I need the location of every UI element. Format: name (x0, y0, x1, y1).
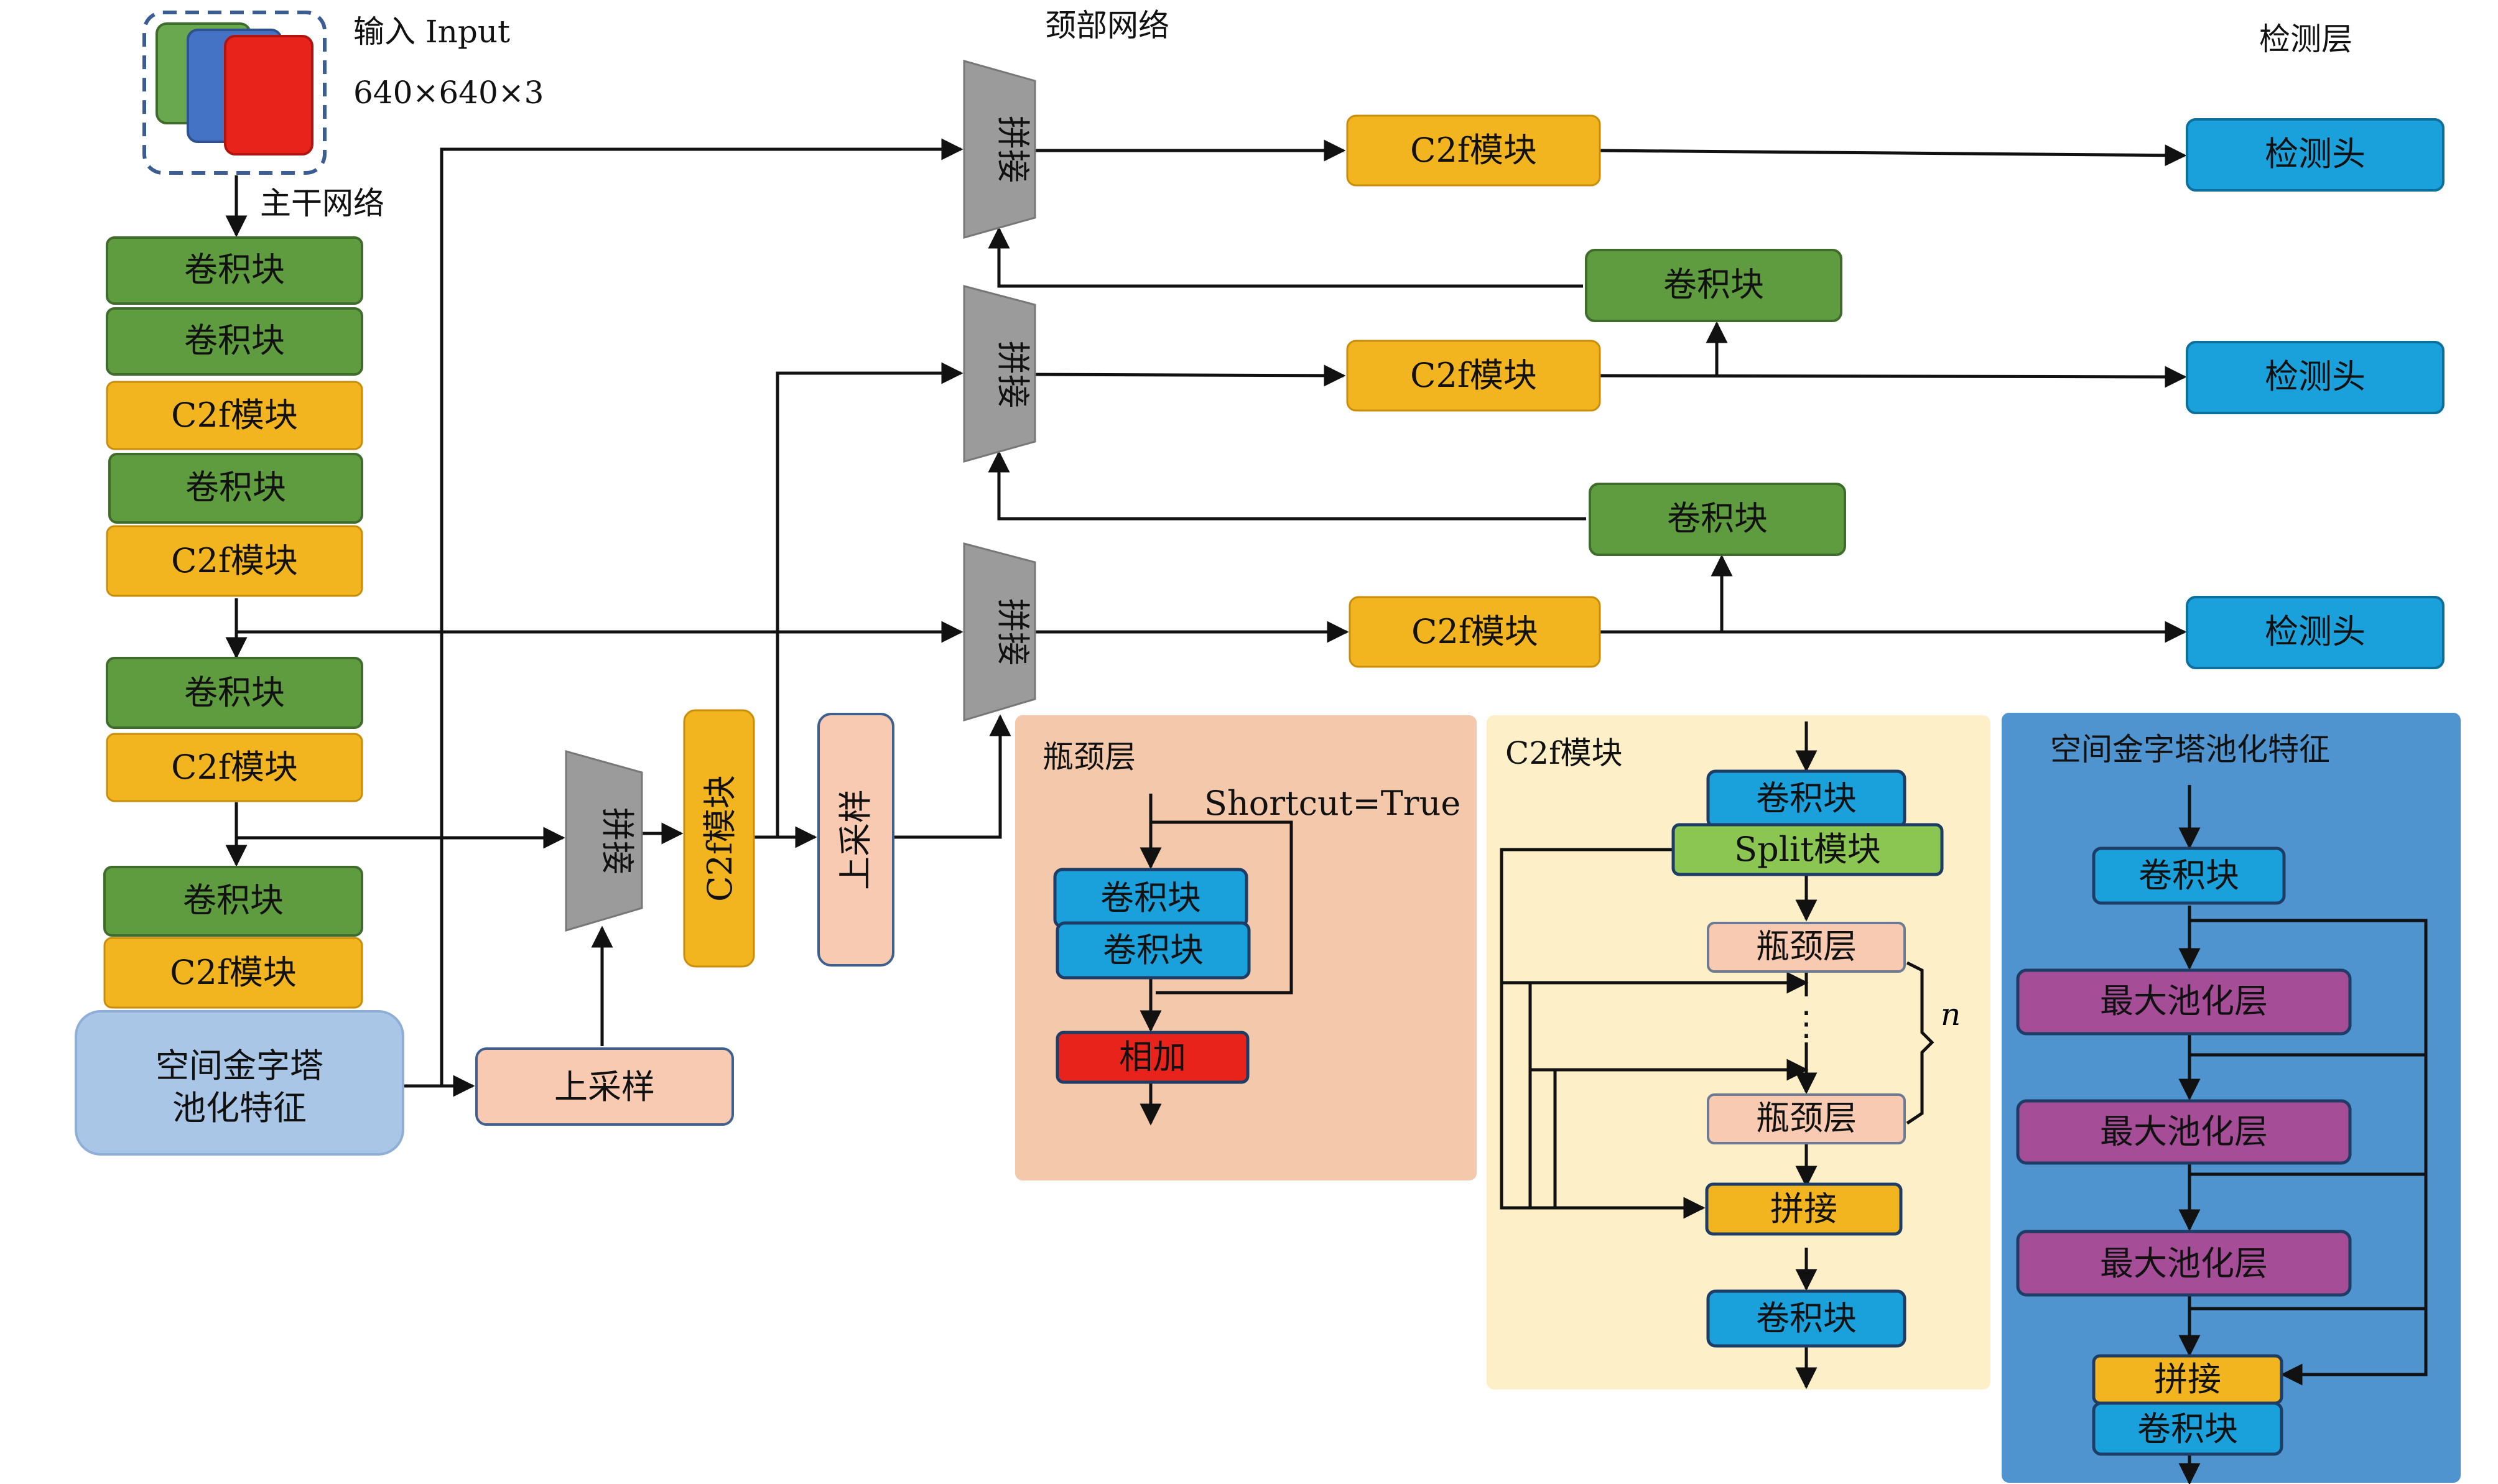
neck-c2f-middle: C2f模块 (1410, 356, 1537, 395)
backbone-conv-4: 卷积块 (184, 673, 285, 712)
backbone-conv-2: 卷积块 (184, 321, 285, 360)
input-size: 640×640×3 (353, 75, 544, 111)
backbone-conv-1: 卷积块 (184, 250, 285, 289)
concat-top: 拼接 (993, 116, 1033, 183)
sppf-panel: 空间金字塔池化特征 卷积块 最大池化层 最大池化层 最大池化层 拼接 卷积块 (2002, 713, 2461, 1484)
input-title: 输入 Input (353, 14, 510, 50)
c2f-split: Split模块 (1734, 830, 1881, 869)
neck-conv-upper: 卷积块 (1663, 265, 1764, 304)
sppf-conv-top: 卷积块 (2138, 856, 2239, 895)
detect-head-3: 检测头 (2265, 612, 2366, 651)
backbone-label: 主干网络 (260, 185, 384, 221)
backbone-column: 卷积块 卷积块 C2f模块 卷积块 C2f模块 卷积块 C2f模块 卷积块 C2… (75, 236, 404, 1156)
neck-c2f-bottom: C2f模块 (1411, 612, 1538, 651)
c2f-bottleneck-1: 瓶颈层 (1756, 927, 1857, 966)
bottleneck-title: 瓶颈层 (1042, 739, 1136, 775)
sppf-maxpool-2: 最大池化层 (2100, 1112, 2268, 1151)
neck-c2f-top: C2f模块 (1410, 131, 1537, 170)
sppf-maxpool-1: 最大池化层 (2100, 981, 2268, 1021)
backbone-c2f-3: C2f模块 (171, 748, 298, 787)
bottleneck-add: 相加 (1119, 1037, 1186, 1077)
detect-layer-label: 检测层 (2259, 21, 2352, 57)
concat-middle: 拼接 (993, 341, 1033, 408)
c2f-conv-bottom: 卷积块 (1756, 1299, 1857, 1338)
backbone-c2f-2: C2f模块 (171, 541, 298, 580)
upsample-box: 上采样 (554, 1067, 655, 1106)
backbone-c2f-1: C2f模块 (171, 396, 298, 435)
connectors (225, 138, 2187, 1097)
sppf-conv-bottom: 卷积块 (2137, 1409, 2238, 1449)
neck-label: 颈部网络 (1045, 7, 1169, 44)
concat-bottom: 拼接 (993, 598, 1033, 665)
backbone-conv-3: 卷积块 (185, 468, 286, 507)
c2f-panel: C2f模块 卷积块 Split模块 瓶颈层 ⋮ 瓶颈层 n 拼接 (1487, 715, 1990, 1389)
detection-heads: 检测头 检测头 检测头 (2186, 118, 2445, 669)
bottleneck-conv-2: 卷积块 (1103, 930, 1204, 970)
backbone-conv-5: 卷积块 (183, 881, 284, 920)
c2f-n-label: n (1941, 996, 1961, 1032)
c2f-vertical: C2f模块 (700, 775, 740, 902)
c2f-concat: 拼接 (1770, 1189, 1837, 1228)
concat-left: 拼接 (598, 807, 637, 874)
sppf-concat: 拼接 (2154, 1360, 2221, 1399)
input-image-icon (142, 11, 327, 175)
detect-head-1: 检测头 (2265, 134, 2366, 174)
sppf-line1: 空间金字塔 (156, 1046, 323, 1085)
neck-section: 上采样 拼接 C2f模块 上采样 拼接 拼接 拼接 C2f模块 C2f模块 C2… (475, 60, 1846, 1126)
c2f-conv-top: 卷积块 (1756, 779, 1857, 818)
c2f-panel-title: C2f模块 (1505, 735, 1623, 771)
sppf-line2: 池化特征 (172, 1088, 307, 1128)
c2f-dots: ⋮ (1790, 1004, 1823, 1043)
bottleneck-panel: 瓶颈层 Shortcut=True 卷积块 卷积块 相加 (1015, 715, 1477, 1180)
upsample-vertical: 上采样 (836, 789, 875, 890)
backbone-c2f-4: C2f模块 (170, 953, 297, 992)
sppf-panel-title: 空间金字塔池化特征 (2050, 731, 2330, 768)
c2f-bottleneck-n: 瓶颈层 (1756, 1098, 1857, 1138)
shortcut-label: Shortcut=True (1204, 784, 1460, 823)
sppf-maxpool-3: 最大池化层 (2100, 1244, 2268, 1283)
bottleneck-conv-1: 卷积块 (1100, 878, 1201, 917)
detect-head-2: 检测头 (2265, 357, 2366, 396)
neck-conv-lower: 卷积块 (1667, 499, 1768, 538)
